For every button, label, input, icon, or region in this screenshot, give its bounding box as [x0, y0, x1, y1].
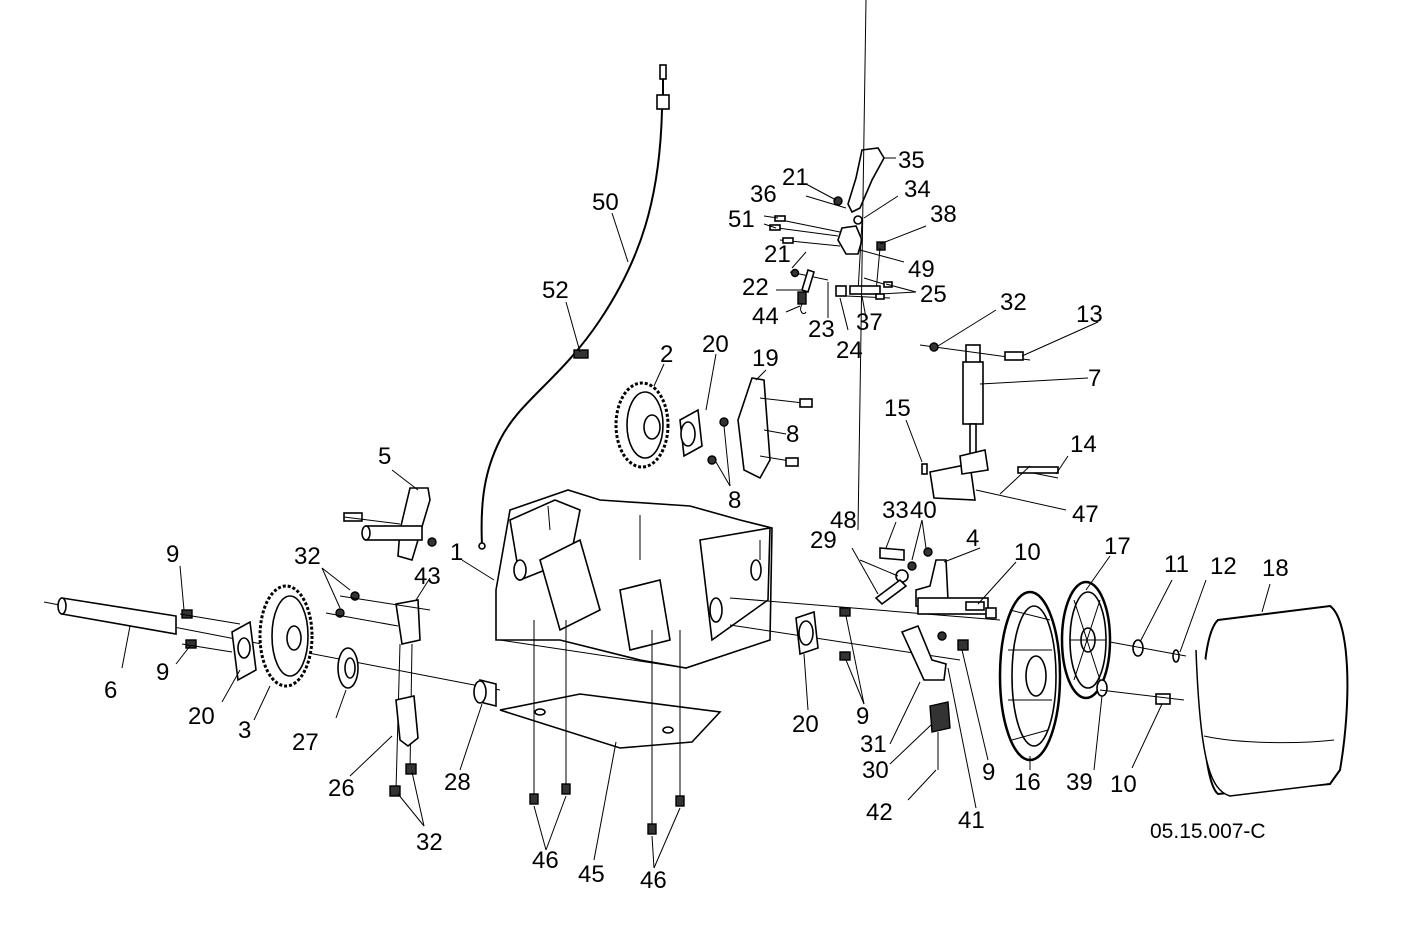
bracket-part-47: [921, 449, 1059, 501]
callout-32: 32: [416, 829, 443, 856]
callout-28: 28: [444, 769, 471, 796]
callout-4: 4: [966, 525, 979, 552]
callout-43: 43: [414, 563, 441, 590]
callout-29: 29: [810, 527, 837, 554]
callout-15: 15: [884, 395, 911, 422]
bracket-part-43: [325, 591, 431, 791]
shift-lever-assembly: [769, 147, 893, 315]
bracket-part-4: [874, 547, 997, 619]
callout-8: 8: [728, 487, 741, 514]
callout-10: 10: [1110, 771, 1137, 798]
callout-39: 39: [1066, 769, 1093, 796]
callout-24: 24: [836, 337, 863, 364]
callout-1: 1: [450, 539, 463, 566]
callout-22: 22: [742, 274, 769, 301]
callout-14: 14: [1070, 431, 1097, 458]
callout-38: 38: [930, 201, 957, 228]
main-frame-part-1: [495, 489, 773, 669]
fasteners-part-9-left: [179, 609, 241, 653]
callout-12: 12: [1210, 553, 1237, 580]
callout-2: 2: [660, 341, 673, 368]
callout-21: 21: [782, 164, 809, 191]
bracket-part-19: [737, 377, 813, 480]
callout-18: 18: [1262, 555, 1289, 582]
callout-16: 16: [1014, 769, 1041, 796]
callout-20: 20: [792, 711, 819, 738]
callout-5: 5: [378, 443, 391, 470]
callout-34: 34: [904, 176, 931, 203]
callout-labels: 50 52 35 21 36 34 51 38 21 49 22 25 44 2…: [104, 147, 1289, 894]
impeller-plate-part-17: [1060, 580, 1112, 700]
callout-49: 49: [908, 256, 935, 283]
auger-wheel-part-16: [998, 590, 1062, 762]
callout-20: 20: [702, 331, 729, 358]
bearing-part-27: [337, 647, 359, 689]
callout-23: 23: [808, 316, 835, 343]
callout-47: 47: [1072, 501, 1099, 528]
bearing-part-20-left: [231, 620, 257, 682]
gas-strut-part-7: [919, 342, 1031, 457]
callout-7: 7: [1088, 365, 1101, 392]
callout-30: 30: [862, 757, 889, 784]
gear-part-3: [258, 584, 314, 688]
callout-50: 50: [592, 189, 619, 216]
callout-9: 9: [856, 703, 869, 730]
callout-40: 40: [910, 497, 937, 524]
callout-31: 31: [860, 731, 887, 758]
skid-plate-part-45: [499, 693, 722, 749]
callout-6: 6: [104, 677, 117, 704]
callout-27: 27: [292, 729, 319, 756]
callout-17: 17: [1104, 533, 1131, 560]
callout-26: 26: [328, 775, 355, 802]
callout-32: 32: [294, 543, 321, 570]
callout-45: 45: [578, 861, 605, 888]
bushing-part-28: [473, 678, 497, 708]
callout-25: 25: [920, 281, 947, 308]
clamp-part-26: [389, 695, 419, 797]
callout-51: 51: [728, 206, 755, 233]
callout-13: 13: [1076, 301, 1103, 328]
callout-44: 44: [752, 303, 779, 330]
callout-3: 3: [238, 717, 251, 744]
callout-8: 8: [786, 421, 799, 448]
callout-leader-lines: [121, 0, 1271, 869]
callout-46: 46: [640, 867, 667, 894]
callout-33: 33: [882, 497, 909, 524]
callout-37: 37: [856, 309, 883, 336]
bolts-part-46: [529, 620, 685, 835]
callout-21: 21: [764, 241, 791, 268]
callout-52: 52: [542, 277, 569, 304]
callout-35: 35: [898, 147, 925, 174]
callout-48: 48: [830, 507, 857, 534]
callout-32: 32: [1000, 289, 1027, 316]
bracket-part-5: [343, 487, 437, 561]
callout-10: 10: [1014, 539, 1041, 566]
callout-9: 9: [166, 541, 179, 568]
callout-19: 19: [752, 345, 779, 372]
callout-46: 46: [532, 847, 559, 874]
callout-42: 42: [866, 799, 893, 826]
belt-part-18: [1195, 604, 1349, 797]
callout-9: 9: [982, 759, 995, 786]
cable-tie-part-52: [573, 349, 589, 359]
callout-20: 20: [188, 703, 215, 730]
bracket-part-31: [900, 624, 969, 770]
callout-41: 41: [958, 807, 985, 834]
gear-part-2: [614, 381, 670, 469]
bearing-part-20-upper: [679, 408, 729, 465]
drawing-code: 05.15.007-C: [1150, 820, 1266, 843]
right-axle-assembly: [729, 597, 1001, 661]
washers-parts-11-12-39-10: [1096, 639, 1187, 705]
callout-11: 11: [1164, 551, 1189, 578]
callout-9: 9: [156, 659, 169, 686]
cable-part-50: [478, 64, 670, 550]
callout-36: 36: [750, 181, 777, 208]
